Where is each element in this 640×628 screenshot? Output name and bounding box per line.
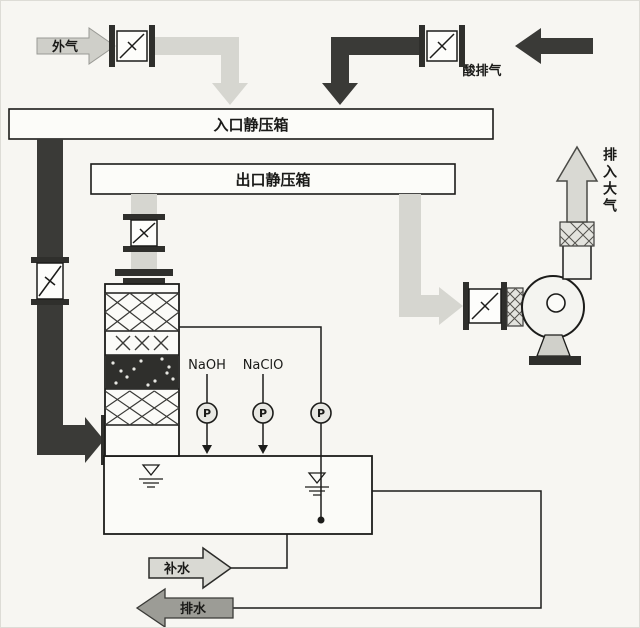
demister-lattice-icon	[104, 292, 180, 332]
naclo-label: NaClO	[243, 358, 284, 373]
fresh-air-down-arrow-icon	[212, 83, 248, 105]
scrubber-top-flange-2	[123, 278, 165, 284]
inlet-plenum-label: 入口静压箱	[213, 116, 288, 134]
pump-1-icon: P	[196, 402, 218, 424]
pump-3-icon: P	[310, 402, 332, 424]
to-fan-arrow-icon	[439, 287, 463, 325]
pump-3-label: P	[317, 407, 325, 420]
scrubber-top-flange	[115, 269, 173, 276]
fresh-air-duct	[155, 37, 239, 85]
outside-air-label: 外气	[51, 39, 78, 55]
outlet-plenum-box: 出口静压箱	[90, 163, 456, 195]
fan-inlet-damper-icon	[463, 282, 507, 330]
fan-base	[529, 356, 581, 365]
makeup-water-line	[231, 534, 288, 569]
exhaust-stack-arrow-icon	[555, 145, 599, 223]
flex-connector-icon	[506, 287, 524, 327]
dosing-and-recirc-piping	[179, 326, 542, 609]
naclo-arrow-icon	[258, 445, 268, 454]
stack-flex-connector-icon	[559, 221, 595, 247]
naoh-label: NaOH	[188, 358, 226, 373]
recirculation-tank	[103, 455, 373, 535]
packed-bed-icon	[106, 355, 178, 389]
inlet-plenum-box: 入口静压箱	[8, 108, 494, 140]
pump-2-label: P	[259, 407, 267, 420]
acid-duct	[331, 37, 419, 85]
inlet-duct-damper-icon	[31, 257, 69, 305]
drain-arrow-icon	[135, 587, 234, 627]
drain-water-label: 排水	[180, 601, 207, 617]
spray-nozzles-icon	[115, 335, 169, 351]
drain-water-arrow: 排水	[135, 587, 234, 627]
recirculation-line	[179, 326, 322, 519]
makeup-water-label: 补水	[163, 561, 191, 577]
pump-1-label: P	[203, 407, 211, 420]
acid-damper-icon	[419, 25, 465, 67]
acid-down-arrow-icon	[322, 83, 358, 105]
outlet-plenum-label: 出口静压箱	[235, 171, 310, 189]
outside-air-flow: 外气	[36, 27, 248, 105]
naoh-arrow-icon	[202, 445, 212, 454]
outside-air-arrow-icon	[36, 27, 116, 65]
packing-lattice-icon	[104, 390, 180, 426]
scrubber-inlet-duct	[37, 139, 108, 465]
acid-exhaust-flow: 酸排气	[322, 28, 593, 105]
treated-gas-duct	[399, 194, 463, 325]
scrubber-outlet-neck	[131, 194, 157, 269]
makeup-water-arrow: 补水	[148, 546, 233, 590]
pump-2-icon: P	[252, 402, 274, 424]
acid-exhaust-arrow-icon	[515, 28, 593, 64]
water-level-icon	[139, 464, 163, 488]
to-atmosphere-label: 排入大气	[601, 147, 617, 215]
scrubber-top-damper-icon	[123, 214, 165, 252]
exhaust-fan-icon	[521, 244, 592, 365]
drain-line	[233, 490, 542, 609]
fan-outlet-duct	[562, 244, 592, 280]
scrubber-inlet-arrow-icon	[85, 417, 104, 463]
suction-point-dot	[317, 516, 325, 524]
makeup-arrow-icon	[148, 546, 233, 590]
scrubber-tower	[104, 283, 180, 457]
acid-exhaust-label: 酸排气	[462, 63, 501, 79]
outside-air-damper-icon	[109, 25, 155, 67]
